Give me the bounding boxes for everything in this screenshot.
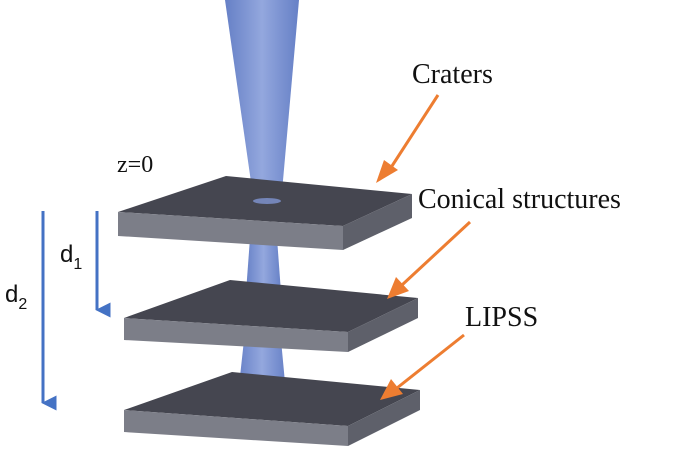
label-d1-main: d bbox=[60, 241, 73, 268]
craters-pointer-head bbox=[376, 160, 398, 183]
label-d2-sub: 2 bbox=[18, 296, 27, 313]
label-d1-sub: 1 bbox=[73, 256, 82, 273]
plate-craters bbox=[118, 176, 412, 250]
label-d1: d1 bbox=[60, 241, 82, 273]
label-conical-structures: Conical structures bbox=[418, 184, 621, 215]
conical-pointer-head bbox=[387, 277, 409, 299]
label-z0: z=0 bbox=[117, 152, 153, 178]
plate-lipss-front bbox=[124, 410, 348, 446]
lipss-pointer-shaft bbox=[396, 333, 465, 390]
plate-lipss bbox=[124, 372, 420, 446]
plate-lipss-side bbox=[348, 390, 420, 446]
beam-upper-cone bbox=[225, 0, 299, 203]
label-d2: d2 bbox=[5, 281, 27, 313]
conical-pointer-shaft bbox=[400, 220, 472, 287]
plate-conical bbox=[124, 280, 418, 352]
label-d2-main: d bbox=[5, 281, 18, 308]
plate-craters-side bbox=[343, 194, 412, 250]
plate-conical-side bbox=[348, 298, 418, 352]
plate-conical-top bbox=[124, 280, 418, 332]
plate-craters-front bbox=[118, 212, 343, 250]
label-craters: Craters bbox=[412, 59, 493, 90]
lipss-pointer-head bbox=[380, 379, 403, 400]
beam-spot-craters bbox=[253, 198, 281, 204]
craters-pointer-shaft bbox=[390, 94, 440, 167]
label-lipss: LIPSS bbox=[465, 302, 538, 333]
plate-conical-front bbox=[124, 318, 348, 352]
plate-lipss-top bbox=[124, 372, 420, 426]
orange-pointers bbox=[376, 94, 472, 400]
